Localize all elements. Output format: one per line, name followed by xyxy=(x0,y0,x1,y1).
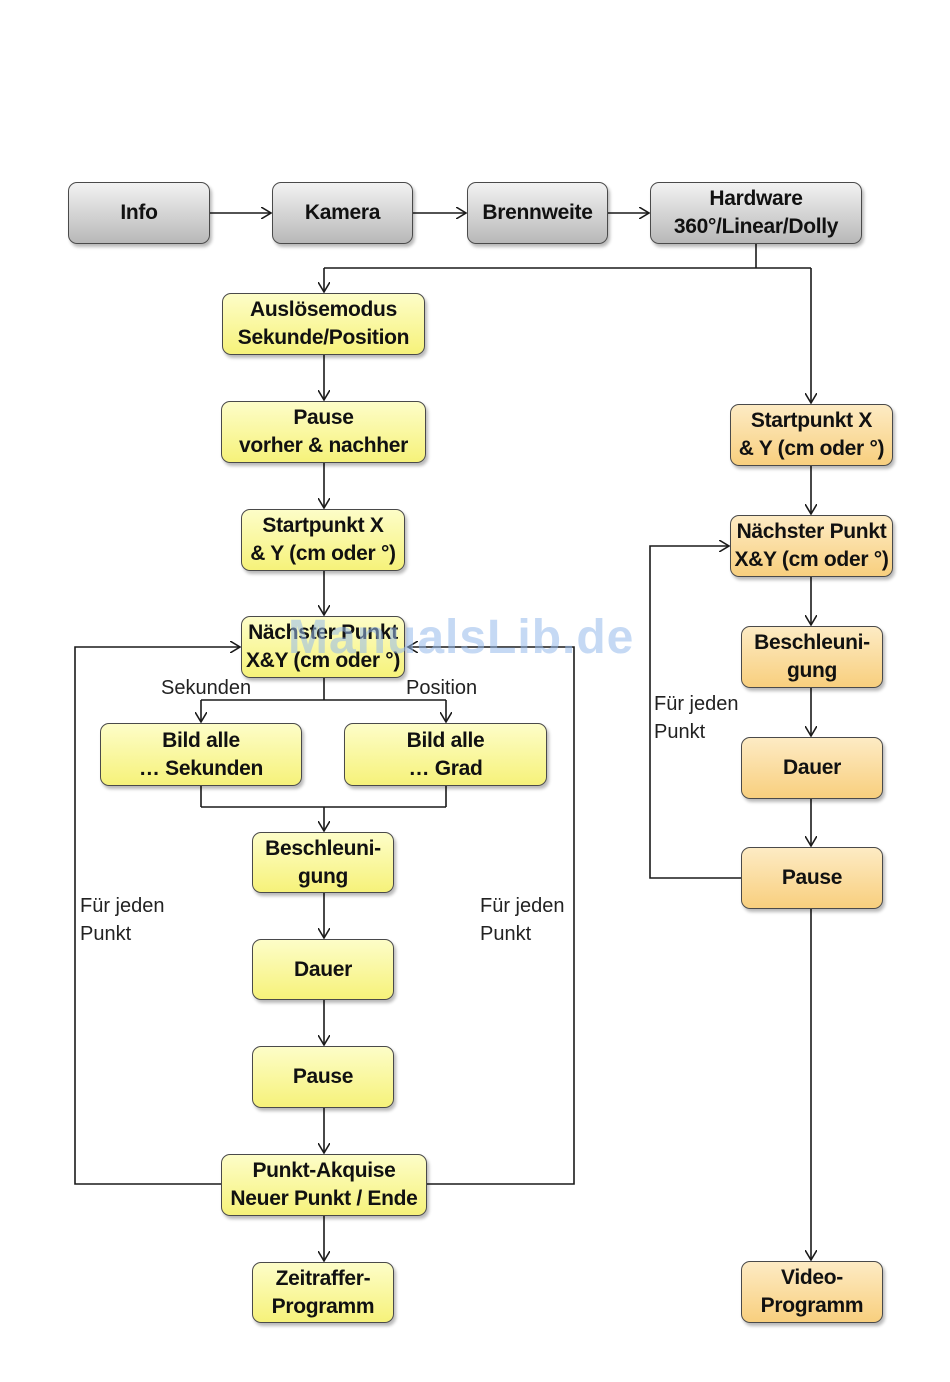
node-pause-vorher-line2: vorher & nachher xyxy=(238,434,409,457)
node-naechster-left-line1: Nächster Punkt xyxy=(248,621,398,644)
node-hardware-line1: Hardware xyxy=(709,187,803,210)
node-beschl-right-line1: Beschleuni- xyxy=(754,631,870,654)
node-bild-alle-sekunden: Bild alle … Sekunden xyxy=(100,723,302,786)
node-startpunkt-left-line2: & Y (cm oder °) xyxy=(250,542,396,565)
node-dauer-right-label: Dauer xyxy=(782,756,842,779)
node-kamera-label: Kamera xyxy=(304,201,381,224)
node-zeitraffer-programm: Zeitraffer- Programm xyxy=(252,1262,394,1323)
node-kamera: Kamera xyxy=(272,182,413,244)
node-bild-alle-grad: Bild alle … Grad xyxy=(344,723,547,786)
loop-right xyxy=(408,647,575,1185)
node-hardware: Hardware 360°/Linear/Dolly xyxy=(650,182,862,244)
node-dauer-left: Dauer xyxy=(252,939,394,1000)
node-pause-left: Pause xyxy=(252,1046,394,1108)
node-beschleunigung-left: Beschleuni- gung xyxy=(252,832,394,893)
node-naechster-right-line2: X&Y (cm oder °) xyxy=(734,548,889,571)
loop-label-right-column-line1: Für jeden xyxy=(654,693,739,715)
node-dauer-left-label: Dauer xyxy=(293,957,353,981)
node-pause-right: Pause xyxy=(741,847,883,909)
node-brennweite: Brennweite xyxy=(467,182,608,244)
node-ausloesemodus-line2: Sekunde/Position xyxy=(237,326,410,349)
node-beschleunigung-right: Beschleuni- gung xyxy=(741,626,883,688)
watermark: ManualsLib.de xyxy=(288,611,635,664)
loop-label-right: Für jeden Punkt xyxy=(480,892,565,948)
node-ausloesemodus: Auslösemodus Sekunde/Position xyxy=(222,293,425,355)
node-dauer-right: Dauer xyxy=(741,737,883,799)
node-startpunkt-right-line1: Startpunkt X xyxy=(750,409,873,432)
node-beschl-left-line2: gung xyxy=(297,864,349,888)
loop-label-left-line1: Für jeden xyxy=(80,895,165,917)
loop-label-left-line2: Punkt xyxy=(80,923,132,945)
node-info: Info xyxy=(68,182,210,244)
node-pause-right-label: Pause xyxy=(781,866,843,889)
loop-left xyxy=(74,647,240,1185)
node-startpunkt-right: Startpunkt X & Y (cm oder °) xyxy=(730,404,893,466)
node-naechster-punkt-right: Nächster Punkt X&Y (cm oder °) xyxy=(730,515,893,577)
node-pause-vorher-line1: Pause xyxy=(293,406,354,429)
node-akquise-line1: Punkt-Akquise xyxy=(252,1159,396,1182)
node-zeitraffer-line2: Programm xyxy=(271,1294,375,1318)
node-video-line2: Programm xyxy=(760,1294,864,1317)
branch-label-sekunden: Sekunden xyxy=(161,677,252,699)
loop-label-left: Für jeden Punkt xyxy=(80,892,165,948)
loop-label-right-line1: Für jeden xyxy=(480,895,565,917)
node-hardware-line2: 360°/Linear/Dolly xyxy=(673,215,839,238)
node-startpunkt-left-line1: Startpunkt X xyxy=(262,514,384,537)
node-beschl-left-line1: Beschleuni- xyxy=(265,836,381,860)
branch-label-position: Position xyxy=(406,677,478,699)
loop-label-right-line2: Punkt xyxy=(480,923,532,945)
loop-label-right-column-line2: Punkt xyxy=(654,721,706,743)
node-video-line1: Video- xyxy=(781,1266,843,1289)
node-bild-grad-line2: … Grad xyxy=(408,756,483,780)
node-bild-sek-line2: … Sekunden xyxy=(138,756,264,780)
node-pause-left-label: Pause xyxy=(292,1065,354,1088)
node-beschl-right-line2: gung xyxy=(786,659,838,682)
node-pause-vorher-nachher: Pause vorher & nachher xyxy=(221,401,426,463)
node-video-programm: Video- Programm xyxy=(741,1261,883,1323)
loop-label-right-column: Für jeden Punkt xyxy=(654,690,739,746)
node-ausloesemodus-line1: Auslösemodus xyxy=(250,298,397,321)
node-info-label: Info xyxy=(120,201,158,224)
loop-right-column xyxy=(649,546,741,879)
node-naechster-punkt-left: Nächster Punkt X&Y (cm oder °) xyxy=(241,616,405,678)
node-bild-sek-line1: Bild alle xyxy=(162,728,240,752)
node-punkt-akquise: Punkt-Akquise Neuer Punkt / Ende xyxy=(221,1154,427,1216)
node-bild-grad-line1: Bild alle xyxy=(406,728,485,752)
node-startpunkt-left: Startpunkt X & Y (cm oder °) xyxy=(241,509,405,571)
node-naechster-right-line1: Nächster Punkt xyxy=(736,520,887,543)
node-akquise-line2: Neuer Punkt / Ende xyxy=(230,1187,418,1210)
node-naechster-left-line2: X&Y (cm oder °) xyxy=(245,649,401,672)
node-zeitraffer-line1: Zeitraffer- xyxy=(275,1266,371,1290)
node-brennweite-label: Brennweite xyxy=(482,201,593,224)
node-startpunkt-right-line2: & Y (cm oder °) xyxy=(738,437,885,460)
